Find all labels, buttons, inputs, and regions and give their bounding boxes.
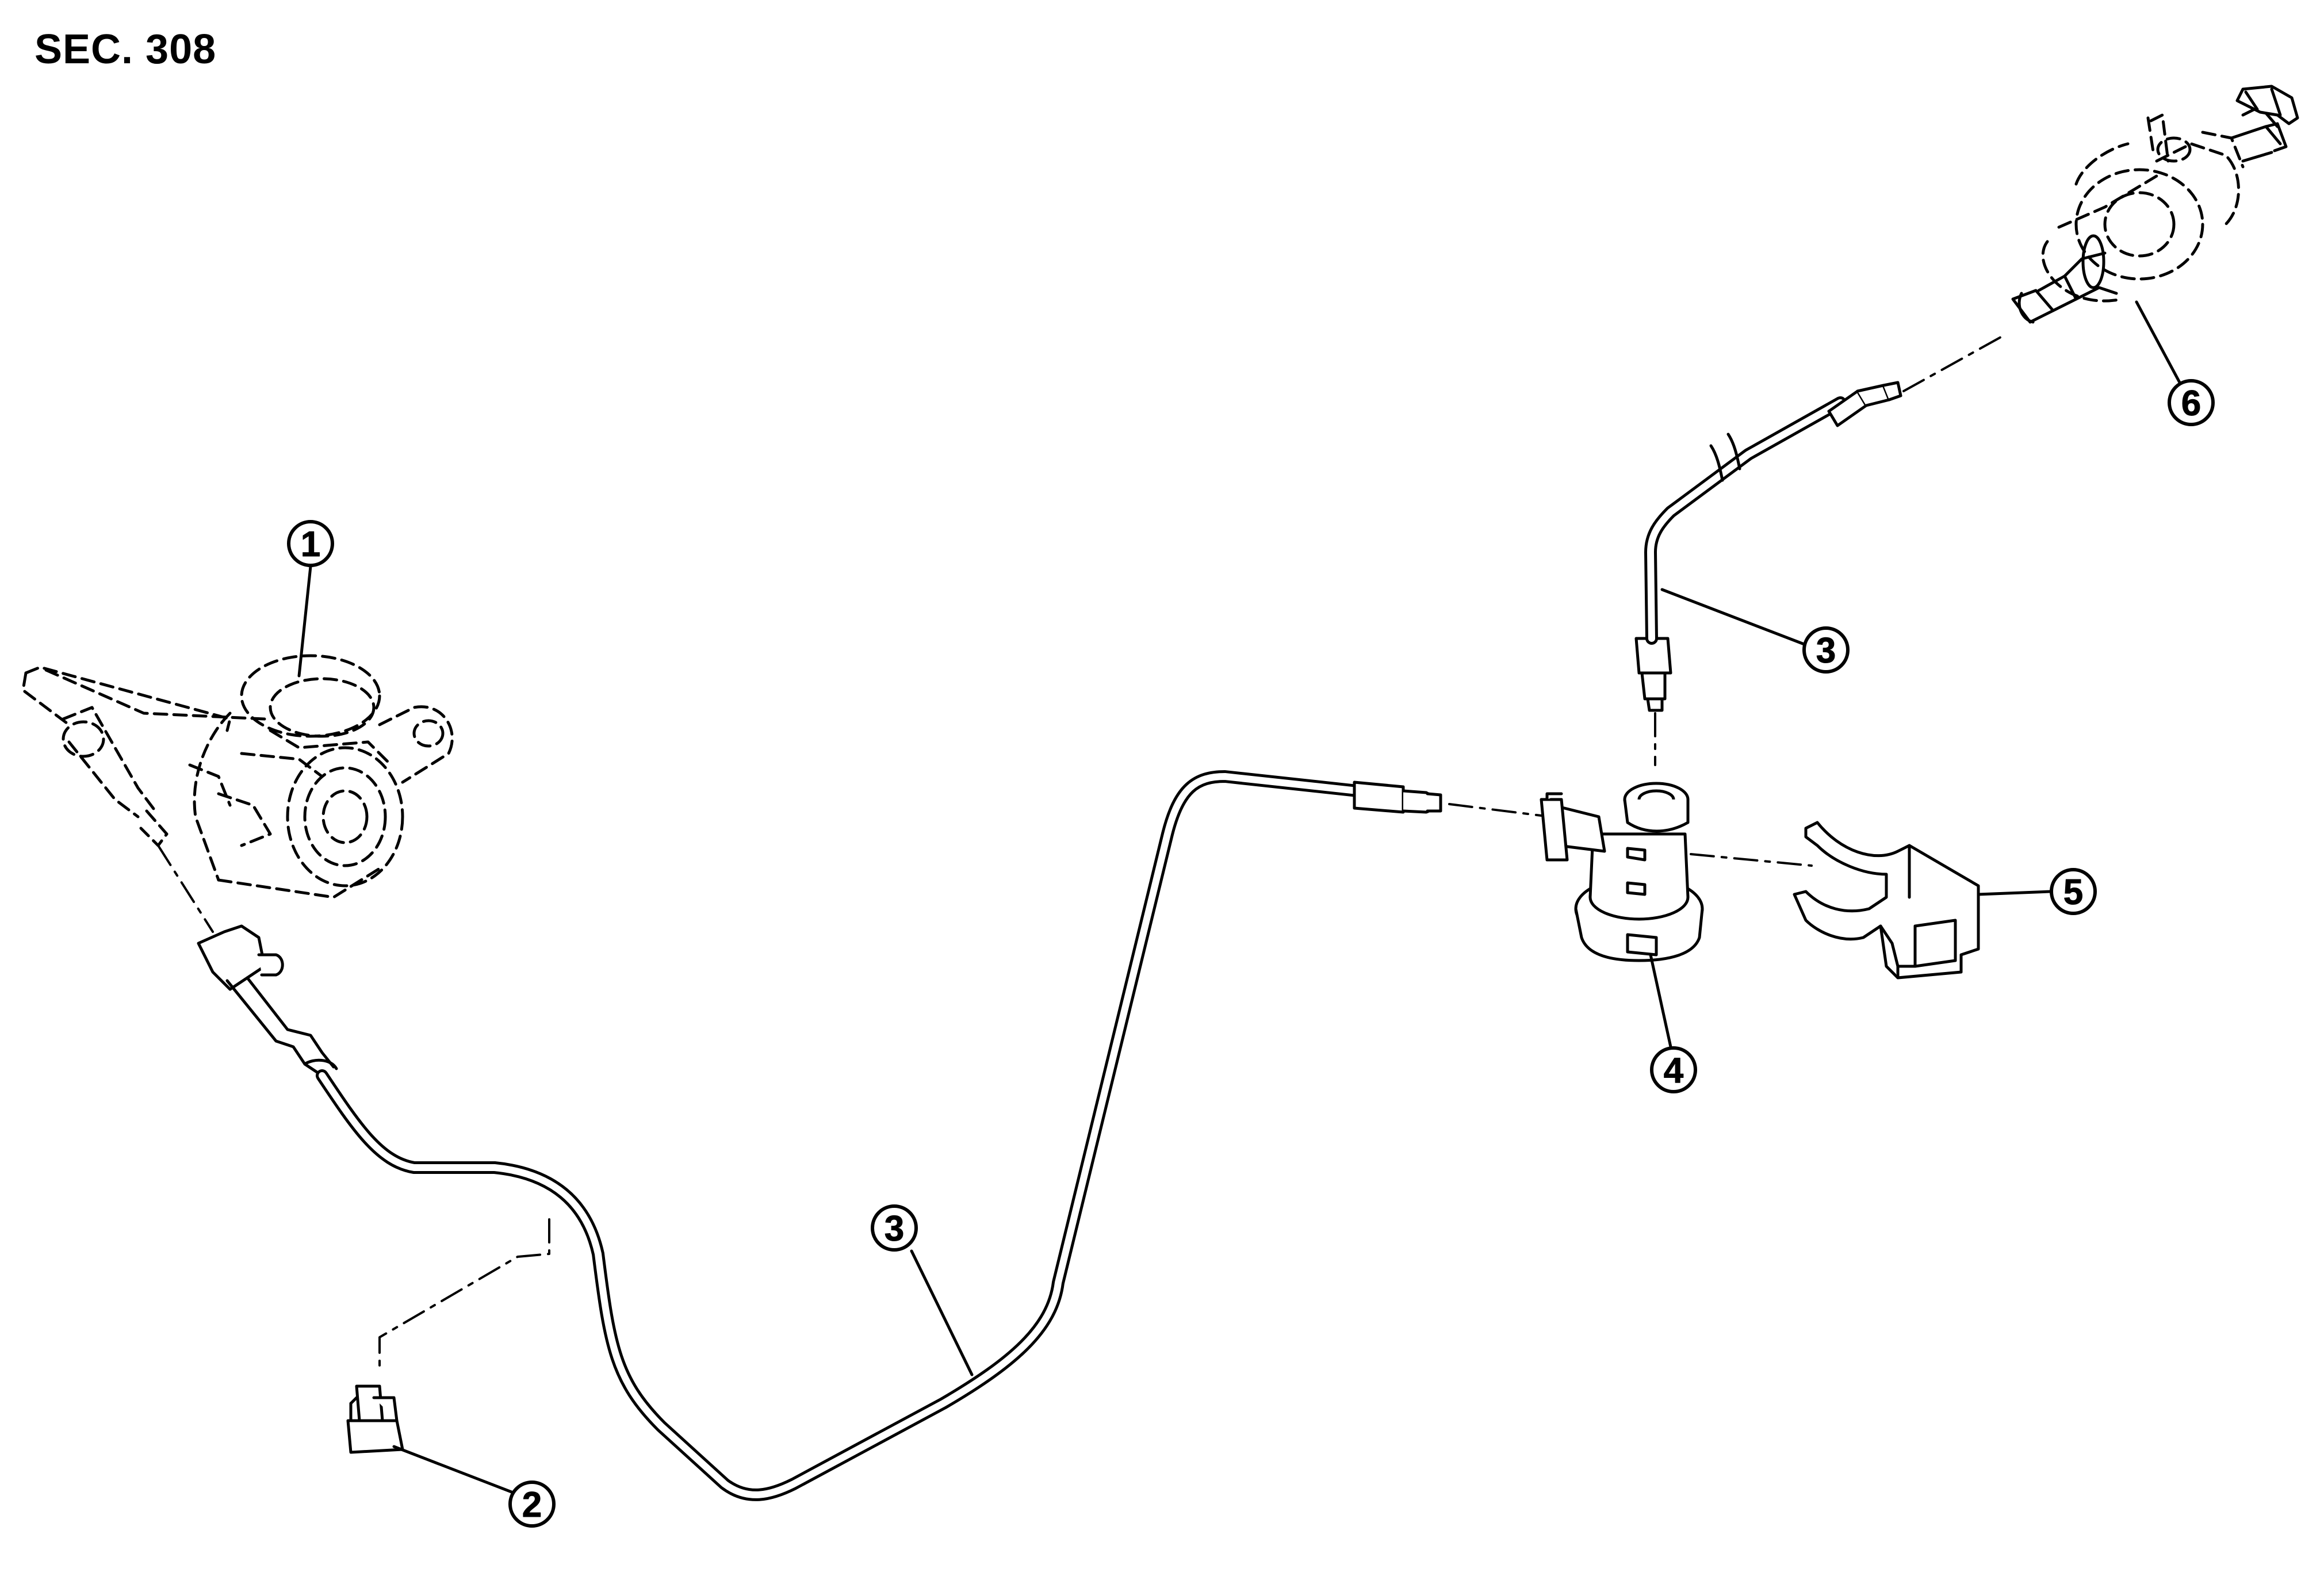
callout-3b: 3 xyxy=(1802,626,1850,674)
part-1-operating-cylinder xyxy=(21,654,454,899)
leader-4 xyxy=(1649,953,1672,1049)
leader-3a xyxy=(910,1249,974,1376)
callout-3b-circle xyxy=(1802,626,1850,674)
leader-1 xyxy=(297,565,312,678)
part-4-connector xyxy=(1540,782,1704,962)
section-label: SEC. 308 xyxy=(35,26,217,72)
callout-1-circle xyxy=(287,520,334,567)
leader-6 xyxy=(2135,300,2181,384)
callout-3a-circle xyxy=(871,1204,918,1252)
part-3-clutch-tube-upper xyxy=(1634,381,1902,712)
callout-5: 5 xyxy=(2050,868,2097,915)
callout-5-number: 5 xyxy=(2063,873,2083,912)
callout-6-number: 6 xyxy=(2181,384,2201,423)
leader-2 xyxy=(392,1445,522,1497)
callout-4: 4 xyxy=(1650,1046,1697,1093)
callout-1: 1 xyxy=(287,520,334,567)
callout-3a-number: 3 xyxy=(885,1209,904,1249)
callout-1-number: 1 xyxy=(301,525,320,564)
callout-leaders xyxy=(297,300,2181,1497)
guide-line-4-5 xyxy=(1690,853,1813,867)
callout-6-circle xyxy=(2168,379,2215,426)
callout-2-circle xyxy=(508,1480,556,1528)
part-3-clutch-tube-lower xyxy=(197,770,1442,1501)
leader-5 xyxy=(1977,890,2052,896)
callout-4-number: 4 xyxy=(1664,1051,1684,1091)
callout-2: 2 xyxy=(508,1480,556,1528)
guide-line-3-6 xyxy=(1902,332,2008,392)
part-2-clip xyxy=(346,1384,404,1454)
leader-3b xyxy=(1660,588,1813,649)
callout-4-circle xyxy=(1650,1046,1697,1093)
guide-line-1 xyxy=(157,844,214,933)
callout-3a: 3 xyxy=(871,1204,918,1252)
guide-line-3-4 xyxy=(1448,803,1542,817)
callout-5-circle xyxy=(2050,868,2097,915)
part-5-bracket xyxy=(1793,821,1980,980)
callout-6: 6 xyxy=(2168,379,2215,426)
part-6-master-cylinder xyxy=(2011,85,2299,324)
callout-3b-number: 3 xyxy=(1816,631,1836,671)
guide-line-2 xyxy=(378,1218,550,1370)
callout-2-number: 2 xyxy=(522,1485,542,1525)
